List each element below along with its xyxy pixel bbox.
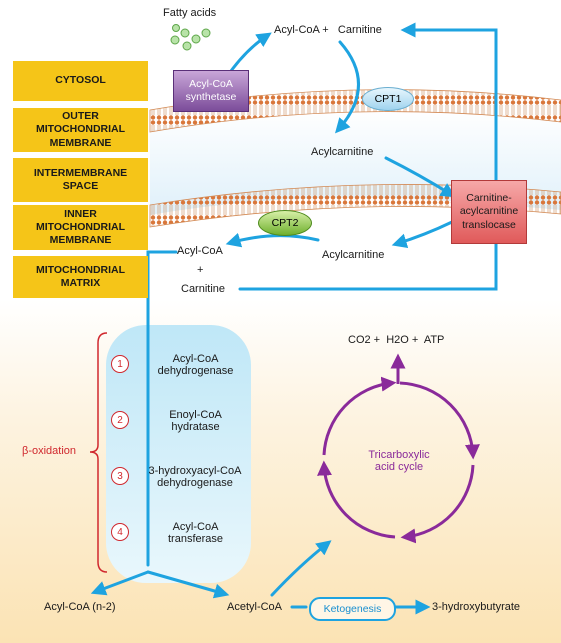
arrow-to-translocase-in <box>384 156 456 198</box>
arrow-from-translocase <box>391 220 454 249</box>
step-2-enzyme: Enoyl-CoA hydratase <box>169 409 222 433</box>
step-2-number: 2 <box>111 411 129 429</box>
arrow-to-tca <box>270 540 332 597</box>
fatty-acid-molecules <box>170 24 211 51</box>
outer-membrane <box>149 89 561 133</box>
label-acetylcoa: Acetyl-CoA <box>227 601 283 613</box>
arrow-cpt1 <box>335 40 360 134</box>
label-acylcoa-n2: Acyl-CoA (n-2) <box>44 601 116 613</box>
arrow-cpt2 <box>225 232 320 248</box>
beta-oxidation-bracket <box>89 332 108 573</box>
acyl-coa-synthetase: Acyl-CoA synthetase <box>173 70 249 112</box>
beta-oxidation-region <box>106 325 251 583</box>
region-outer-membrane: OUTER MITOCHONDRIAL MEMBRANE <box>13 108 148 152</box>
label-fatty-acids: Fatty acids <box>163 7 217 19</box>
step-3-enzyme: 3-hydroxyacyl-CoA dehydrogenase <box>148 465 242 489</box>
step-4-enzyme: Acyl-CoA transferase <box>167 521 224 545</box>
beta-oxidation-label: β-oxidation <box>22 445 77 457</box>
label-acylcoa-matrix: Acyl-CoA <box>177 245 223 257</box>
ketogenesis-box: Ketogenesis <box>309 597 396 621</box>
label-3-hydroxybutyrate: 3-hydroxybutyrate <box>432 601 521 613</box>
arrow-to-acylcoa-n2 <box>90 570 150 596</box>
arrow-acylcoa-down <box>146 250 178 567</box>
region-cytosol: CYTOSOL <box>13 61 148 101</box>
tca-cycle-ring <box>317 353 480 544</box>
step-1-enzyme: Acyl-CoA dehydrogenase <box>157 353 234 377</box>
step-4-number: 4 <box>111 523 129 541</box>
cpt2-enzyme: CPT2 <box>258 210 312 236</box>
tca-cycle-label: Tricarboxylic acid cycle <box>368 449 430 473</box>
label-carnitine-matrix: Carnitine <box>181 283 226 295</box>
step-1-number: 1 <box>111 355 129 373</box>
cpt1-enzyme: CPT1 <box>362 87 414 111</box>
label-acylcarnitine-upper: Acylcarnitine <box>311 146 374 158</box>
step-3-number: 3 <box>111 467 129 485</box>
carnitine-acylcarnitine-translocase: Carnitine- acylcarnitine translocase <box>451 180 527 244</box>
label-plus: + <box>197 264 204 276</box>
region-matrix: MITOCHONDRIAL MATRIX <box>13 256 148 298</box>
tca-products: CO2 + H2O + ATP <box>348 334 445 346</box>
region-intermembrane-space: INTERMEMBRANE SPACE <box>13 158 148 202</box>
region-inner-membrane: INNER MITOCHONDRIAL MEMBRANE <box>13 205 148 250</box>
arrow-carnitine-return <box>238 22 498 291</box>
label-acylcarnitine-lower: Acylcarnitine <box>322 249 385 261</box>
arrow-to-acetylcoa <box>146 570 230 599</box>
label-acylcoa-carnitine: Acyl-CoA + Carnitine <box>274 24 382 36</box>
